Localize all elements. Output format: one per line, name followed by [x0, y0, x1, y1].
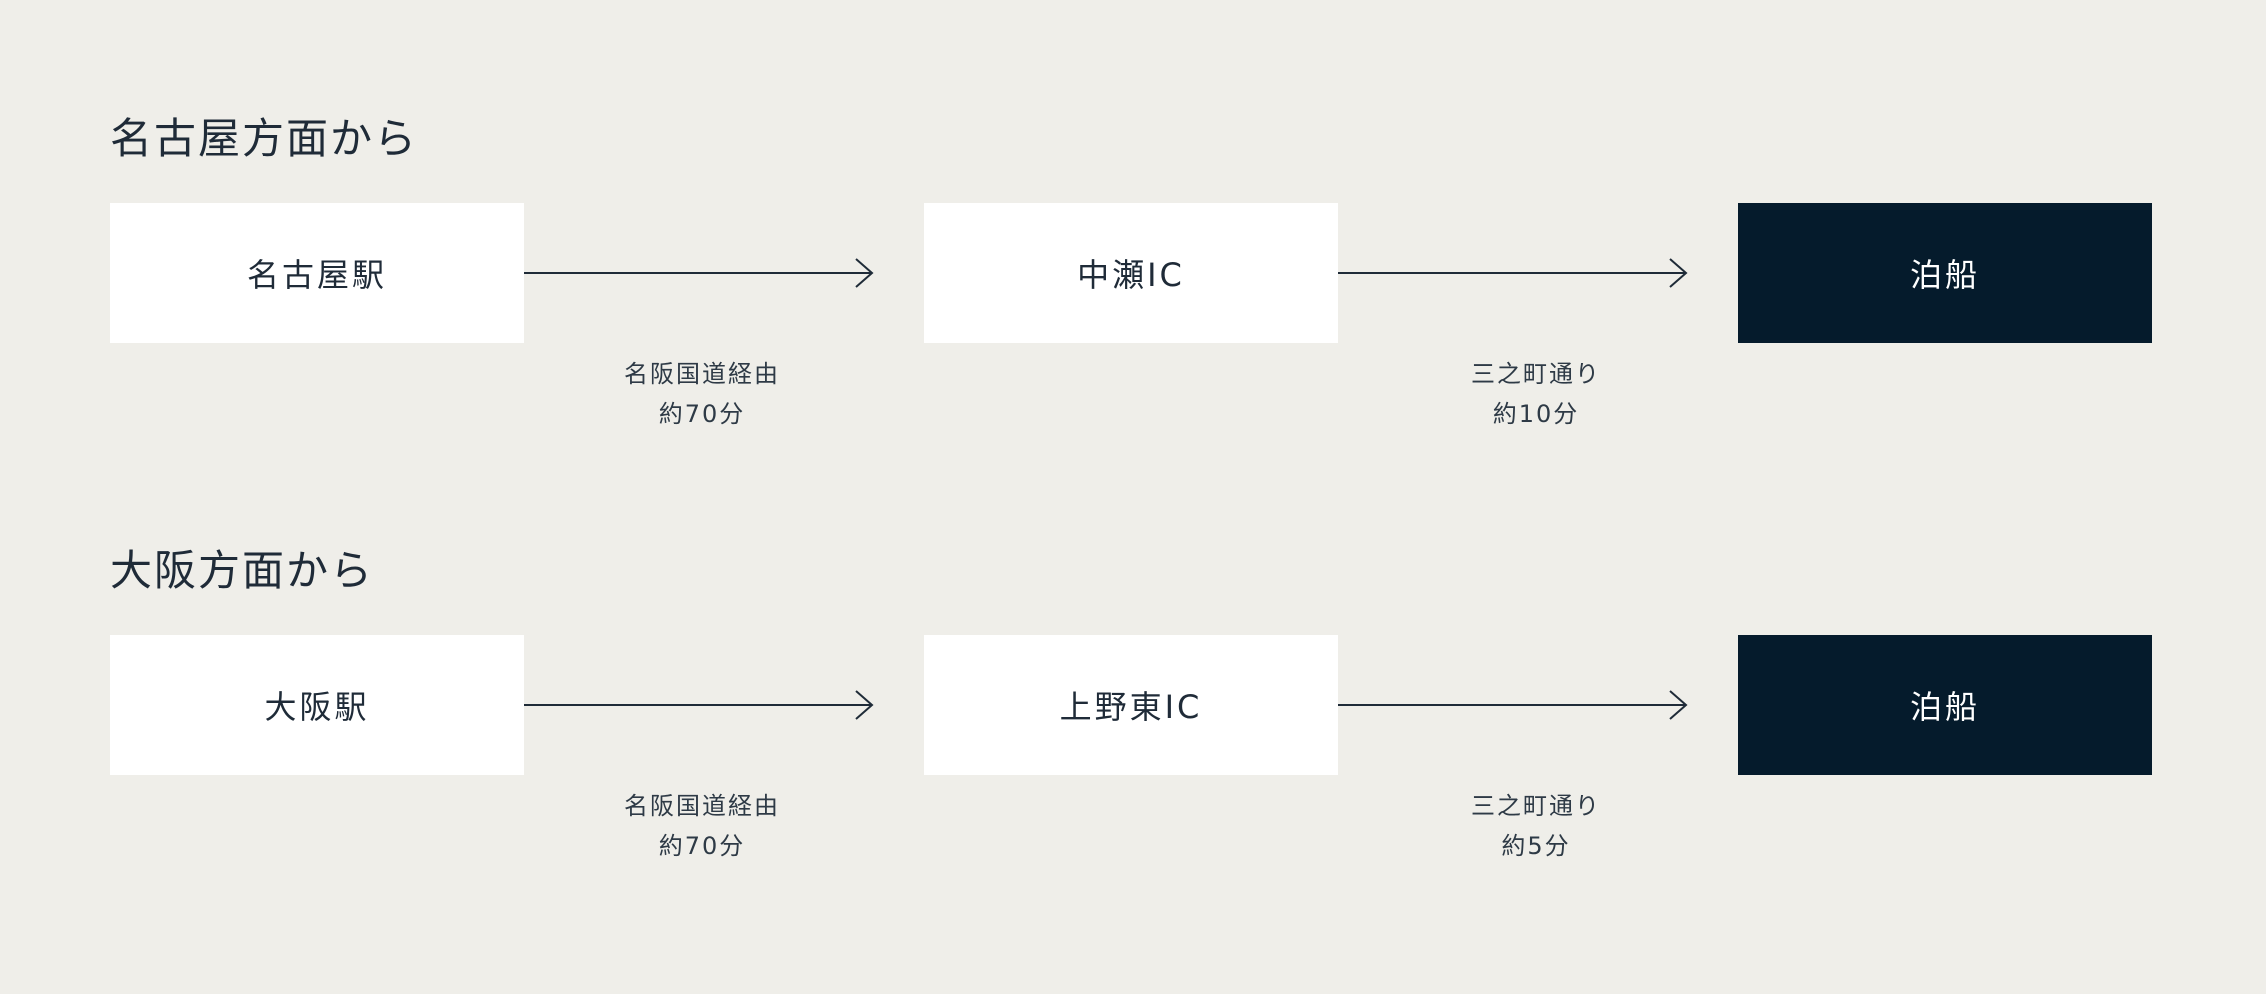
arrow-right-icon	[524, 690, 874, 720]
route-time: 約70分	[658, 832, 746, 860]
route-label-leg1: 名阪国道経由 約70分	[552, 786, 852, 866]
node-destination: 泊船	[1738, 203, 2152, 343]
arrow-right-icon	[1338, 258, 1688, 288]
node-origin: 名古屋駅	[110, 203, 524, 343]
route-time: 約5分	[1501, 832, 1571, 860]
arrowhead	[1669, 258, 1688, 288]
route-label-leg2: 三之町通り 約10分	[1386, 354, 1686, 434]
node-origin: 大阪駅	[110, 635, 524, 775]
node-interchange: 中瀬IC	[924, 203, 1338, 343]
node-interchange: 上野東IC	[924, 635, 1338, 775]
arrowhead	[1669, 690, 1688, 720]
route-time: 約10分	[1492, 400, 1580, 428]
section-title: 名古屋方面から	[110, 114, 419, 163]
route-label-leg1: 名阪国道経由 約70分	[552, 354, 852, 434]
node-destination: 泊船	[1738, 635, 2152, 775]
arrow-right-icon	[1338, 690, 1688, 720]
route-label-leg2: 三之町通り 約5分	[1386, 786, 1686, 866]
arrow-right-icon	[524, 258, 874, 288]
route-road: 三之町通り	[1471, 792, 1601, 820]
route-time: 約70分	[658, 400, 746, 428]
route-road: 名阪国道経由	[624, 360, 780, 388]
route-road: 名阪国道経由	[624, 792, 780, 820]
section-title: 大阪方面から	[110, 546, 375, 595]
route-road: 三之町通り	[1471, 360, 1601, 388]
